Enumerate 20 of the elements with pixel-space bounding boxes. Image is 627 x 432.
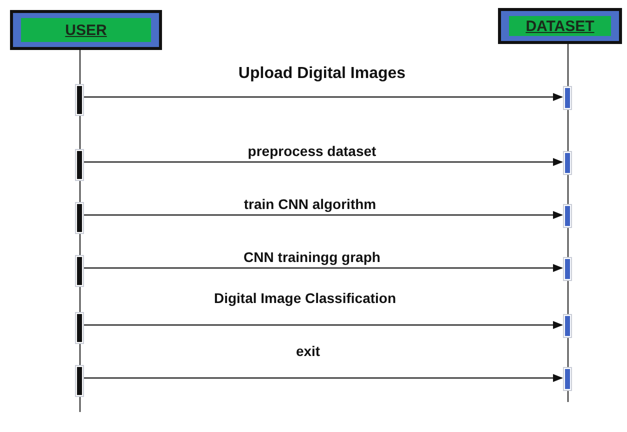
message-arrow xyxy=(84,93,563,101)
activation-bar xyxy=(75,84,84,116)
activation-bar xyxy=(563,86,572,110)
message-arrow xyxy=(84,158,563,166)
activation-bar xyxy=(563,367,572,391)
message-arrow xyxy=(84,374,563,382)
activation-bar xyxy=(75,365,84,397)
activation-bar xyxy=(75,312,84,344)
lifeline-header: DATASET xyxy=(498,8,622,44)
message-arrow xyxy=(84,264,563,272)
activation-bar xyxy=(563,204,572,228)
activation-bar xyxy=(75,255,84,287)
lifeline-header: USER xyxy=(10,10,162,50)
message-arrow xyxy=(84,211,563,219)
activation-bar xyxy=(563,151,572,175)
message-arrow xyxy=(84,321,563,329)
activation-bar xyxy=(563,314,572,338)
activation-bar xyxy=(75,202,84,234)
activation-bar xyxy=(563,257,572,281)
activation-bar xyxy=(75,149,84,181)
